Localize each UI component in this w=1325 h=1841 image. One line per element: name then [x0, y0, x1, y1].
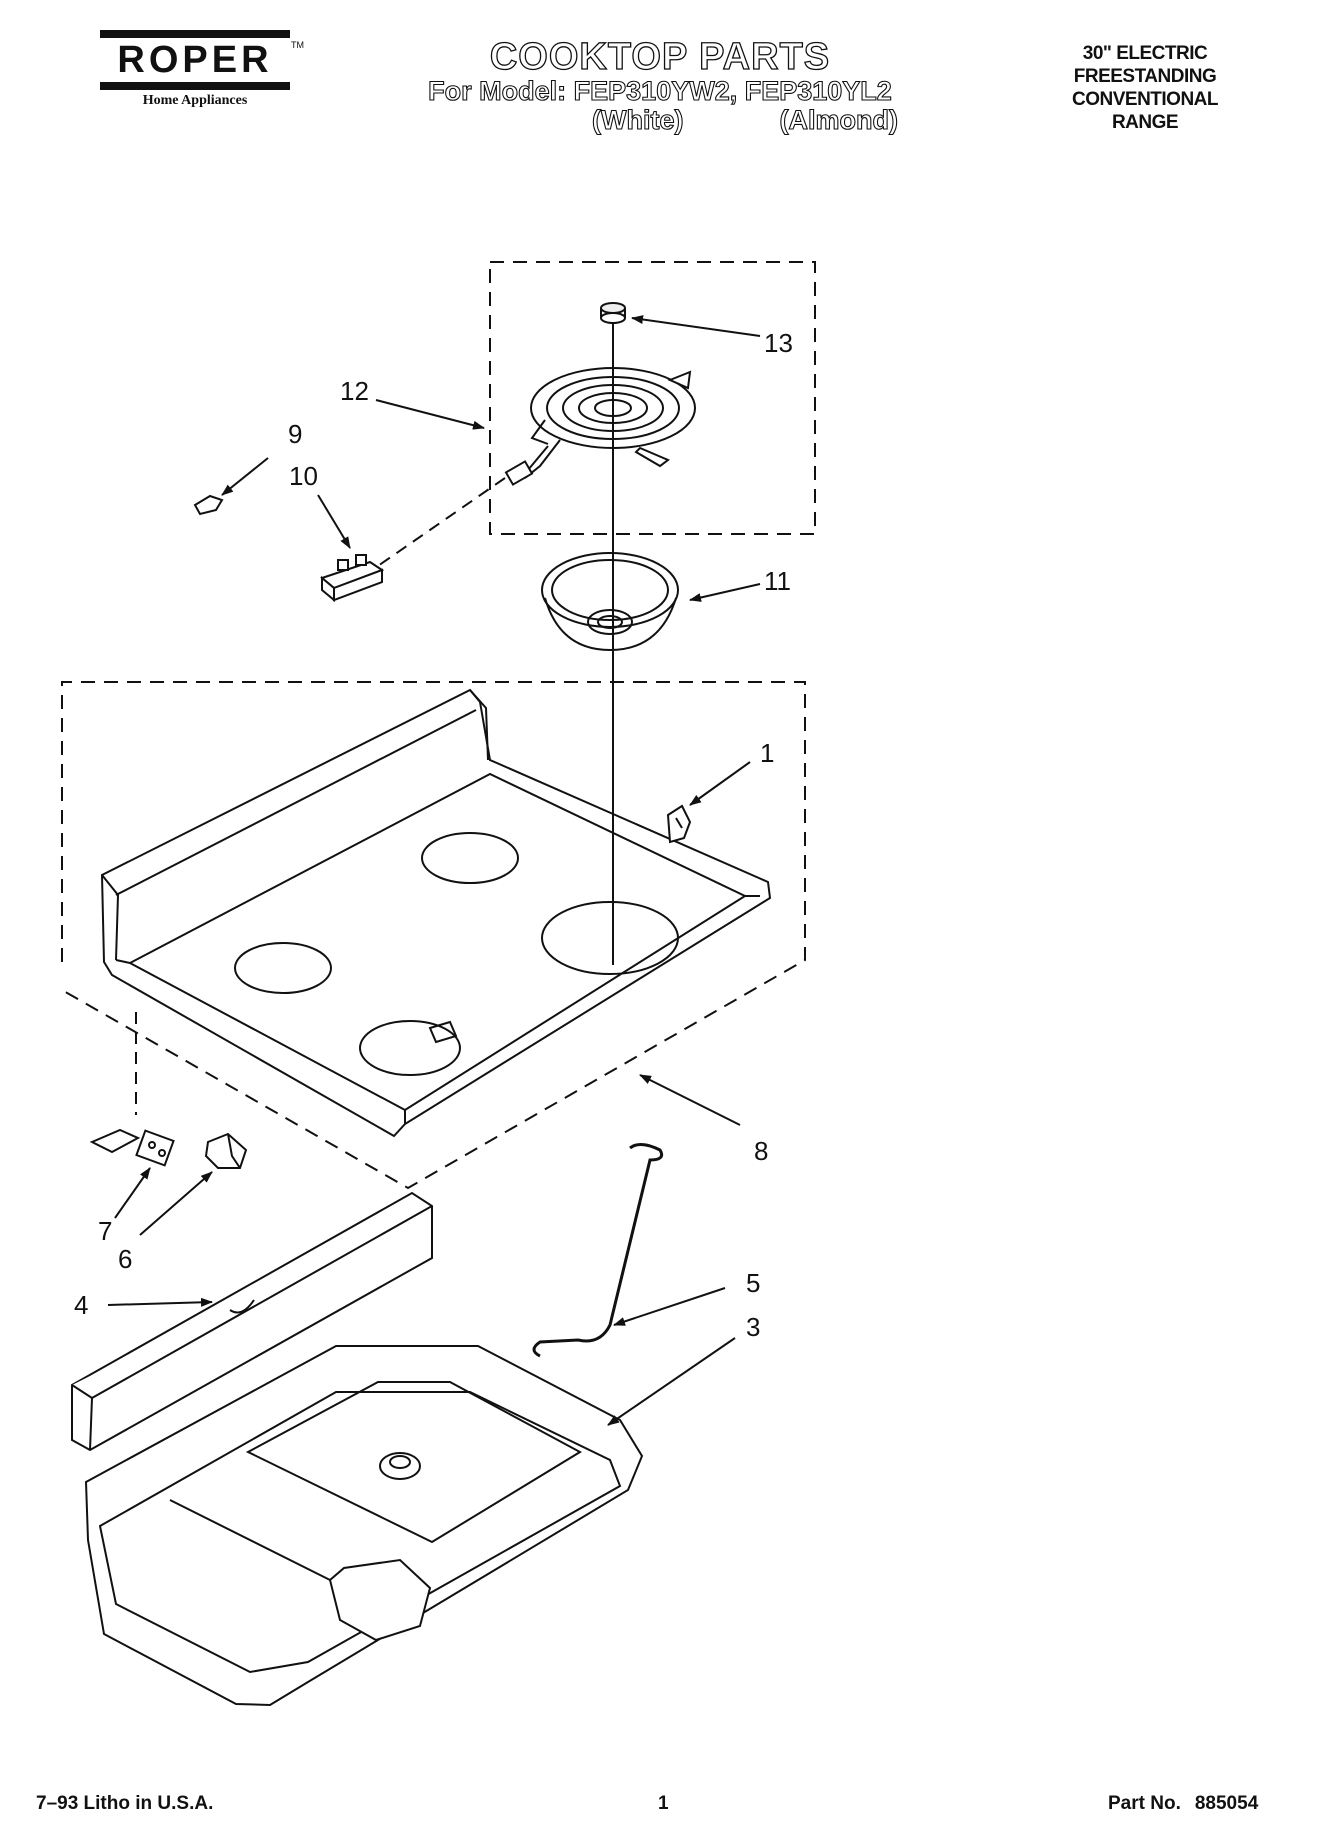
part-12-surface-element [504, 367, 696, 486]
model-line: For Model: FEP310YW2, FEP310YL2 [428, 75, 893, 106]
part-number: Part No. 885054 [1108, 1793, 1258, 1815]
part-5-support-rod [532, 1143, 664, 1358]
part-9-clip [193, 494, 224, 516]
description-line-1: 30" ELECTRIC [1082, 43, 1208, 64]
leader-7 [114, 1167, 151, 1219]
callout-1: 1 [760, 738, 774, 768]
part-1-bracket [666, 804, 692, 844]
leader-10 [317, 494, 351, 549]
leader-1 [689, 761, 751, 806]
callout-7: 7 [98, 1216, 112, 1246]
description-line-2: FREESTANDING [1073, 66, 1217, 87]
part-6-insulator [204, 1132, 248, 1169]
part-8-cooktop [100, 688, 772, 1138]
page-title: COOKTOP PARTS [489, 36, 831, 78]
part-13-cap [600, 302, 626, 324]
wire-dashed-line [374, 477, 506, 569]
part-4-trim-panel [71, 1191, 433, 1452]
callout-3: 3 [746, 1312, 760, 1342]
callout-11: 11 [764, 566, 791, 596]
page-title-block: COOKTOP PARTS For Model: FEP310YW2, FEP3… [380, 36, 940, 135]
brand-subtitle: Home Appliances [142, 93, 248, 108]
brand-name: ROPER [100, 30, 290, 90]
callout-9: 9 [288, 419, 302, 449]
description-line-3: CONVENTIONAL [1072, 89, 1219, 110]
leader-3 [607, 1337, 736, 1426]
part-11-drip-bowl [541, 552, 679, 652]
callout-13: 13 [764, 328, 793, 358]
description-line-4: RANGE [1111, 112, 1179, 133]
leader-11 [689, 583, 761, 602]
leader-4 [107, 1297, 213, 1307]
leader-13 [631, 315, 761, 337]
leader-12 [375, 399, 485, 430]
callout-12: 12 [340, 376, 369, 406]
litho-note: 7–93 Litho in U.S.A. [36, 1793, 214, 1814]
leader-9 [221, 457, 269, 496]
part-7-wire-connector [89, 1128, 175, 1167]
roper-logo: ROPER TM Home Appliances [100, 30, 304, 109]
callout-8: 8 [754, 1136, 768, 1166]
color-variants: (White) (Almond) [380, 105, 940, 135]
callout-10: 10 [289, 461, 318, 491]
part-number-label: Part No. [1108, 1793, 1181, 1814]
leader-8 [639, 1074, 741, 1126]
part-3-burner-box [84, 1345, 644, 1707]
leader-6 [139, 1171, 213, 1236]
variant-white: (White) [591, 105, 684, 135]
cooktop-assembly-boundary [61, 681, 806, 1190]
leader-5 [613, 1287, 726, 1326]
page-number: 1 [658, 1793, 669, 1814]
callout-6: 6 [118, 1244, 132, 1274]
trademark-mark: TM [291, 40, 304, 50]
part-10-terminal-block [319, 554, 385, 603]
callout-5: 5 [746, 1268, 760, 1298]
appliance-description: 30" ELECTRIC FREESTANDING CONVENTIONAL R… [1040, 42, 1250, 134]
callout-4: 4 [74, 1290, 88, 1320]
part-number-value: 885054 [1194, 1793, 1259, 1814]
surface-unit-boundary [489, 261, 816, 535]
variant-almond: (Almond) [779, 105, 899, 135]
